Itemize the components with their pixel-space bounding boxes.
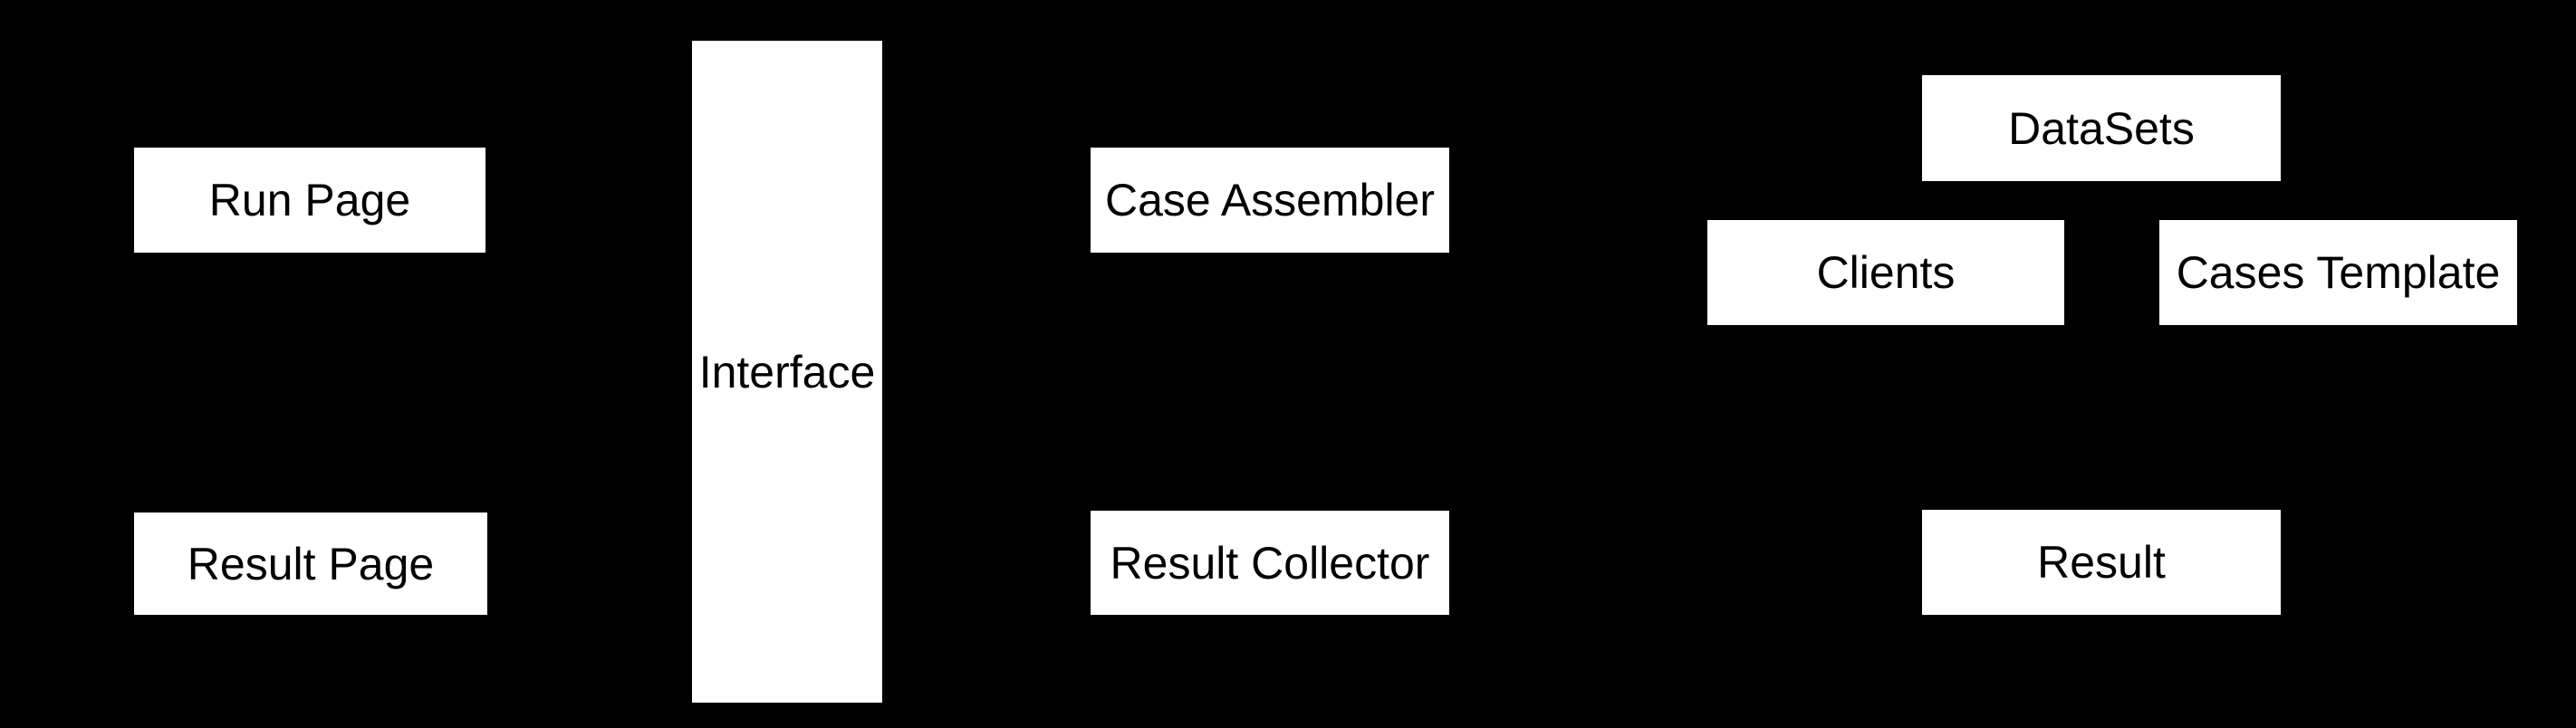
diagram-node-interface: Interface — [692, 41, 882, 703]
diagram-node-label: Result Page — [187, 538, 435, 589]
diagram-node-label: DataSets — [2008, 102, 2195, 154]
diagram-node-label: Case Assembler — [1104, 175, 1436, 225]
diagram-node-label: Run Page — [208, 175, 411, 225]
diagram-node-clients: Clients — [1707, 220, 2064, 325]
diagram-node-label: Result Collector — [1110, 537, 1430, 589]
diagram-node-case-assembler: Case Assembler — [1091, 148, 1449, 253]
diagram-node-result-collector: Result Collector — [1091, 511, 1449, 615]
diagram-node-label: Cases Template — [2176, 247, 2501, 298]
diagram-node-label: Clients — [1816, 247, 1956, 298]
diagram-node-label: Interface — [698, 346, 876, 398]
diagram-node-label: Result — [2037, 537, 2166, 588]
diagram-node-result: Result — [1922, 510, 2281, 615]
diagram-node-cases-template: Cases Template — [2159, 220, 2517, 325]
diagram-node-datasets: DataSets — [1922, 75, 2281, 181]
diagram-node-run-page: Run Page — [134, 148, 485, 253]
diagram-node-result-page: Result Page — [134, 512, 487, 615]
